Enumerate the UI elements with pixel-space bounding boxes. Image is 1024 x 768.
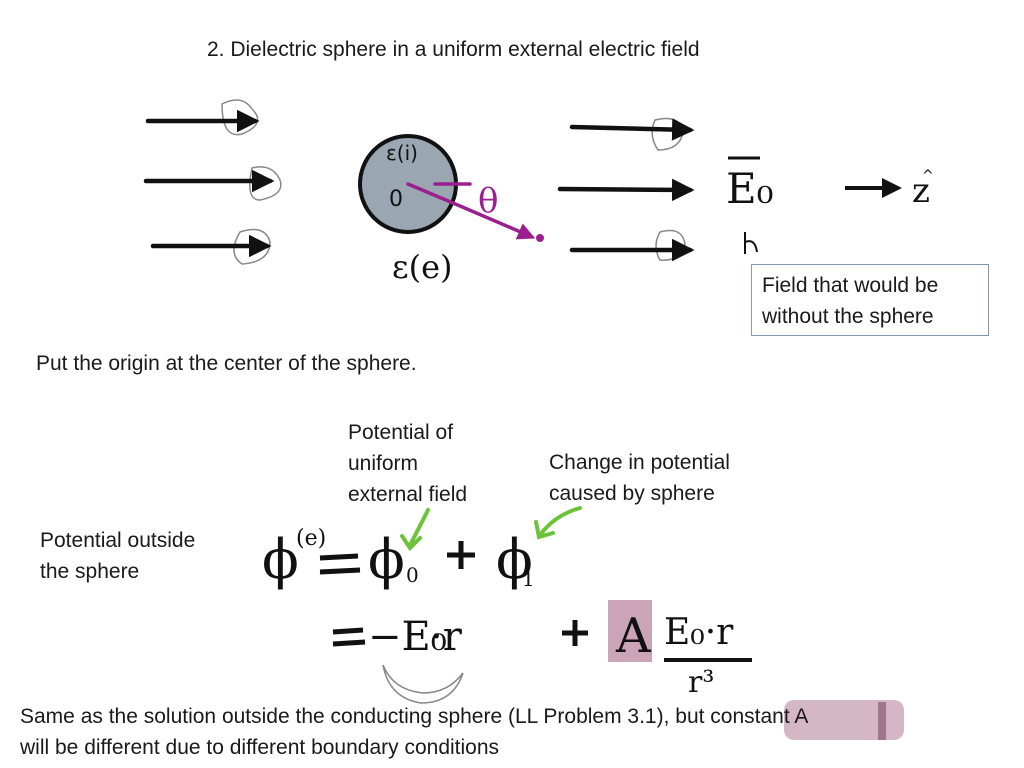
field-arrows-left [143,109,275,258]
footer-note: Same as the solution outside the conduct… [20,701,808,763]
label-line: Potential of [348,421,454,444]
field-arrows-right [557,118,695,262]
theta-symbol: θ [478,181,498,221]
z-axis-label: z [912,171,930,211]
equals-sign [319,553,361,575]
field-arrow [557,178,695,202]
label-line: caused by sphere [549,482,715,505]
footer-line: Same as the solution outside the conduct… [20,705,809,728]
slide-title: 2. Dielectric sphere in a uniform extern… [207,38,700,61]
fraction-numerator: E₀·r [664,612,734,653]
equals-sign [332,627,366,647]
highlight-cursor-mark [878,702,886,740]
unit-hat: ^ [922,168,934,184]
footer-line: will be different due to different bound… [20,736,500,759]
negative-e0: −E₀ [368,614,447,660]
phi-outside: ϕ [262,528,299,591]
phi-zero-sub: 0 [406,563,419,587]
field-point [536,234,544,242]
label-uniform-field: Potential of uniform external field [348,417,467,510]
phi-one: ϕ [496,528,533,591]
constant-a: A [615,608,652,664]
phi-outside-sup: (e) [296,526,326,551]
sphere-permittivity-outside: ε(e) [392,248,452,286]
label-line: uniform [348,452,419,475]
radius-vector [406,182,536,240]
constant-highlight [608,600,652,662]
callout-line: Field that would be [762,274,939,297]
callout-box: Field that would be without the sphere [751,264,989,336]
plus-sign [562,620,588,646]
footer-highlight [784,700,904,740]
label-line: Potential outside [40,529,196,552]
equation-line-2: −E₀ ·r A E₀·r r³ [332,600,752,700]
origin-mark: 0 [389,187,403,212]
equation-line-1: ϕ (e) ϕ 0 ϕ 1 [262,526,535,591]
field-label-e0: E₀ [726,164,774,213]
dot-r: ·r [430,614,463,660]
sphere-permittivity-inside: ε(i) [386,141,418,165]
label-line: Change in potential [549,451,730,474]
fraction-denominator: r³ [688,665,714,700]
pointer-mark [744,232,758,254]
pointer-arrows [400,506,582,552]
field-arrow [569,118,695,141]
phi-one-sub: 1 [522,567,535,591]
label-change-potential: Change in potential caused by sphere [549,447,730,509]
callout-line: without the sphere [762,305,934,328]
phi-zero: ϕ [368,528,405,591]
label-potential-outside: Potential outside the sphere [40,525,195,587]
origin-note: Put the origin at the center of the sphe… [36,352,417,375]
plus-sign [447,541,475,569]
label-line: external field [348,483,468,506]
label-line: the sphere [40,560,140,583]
